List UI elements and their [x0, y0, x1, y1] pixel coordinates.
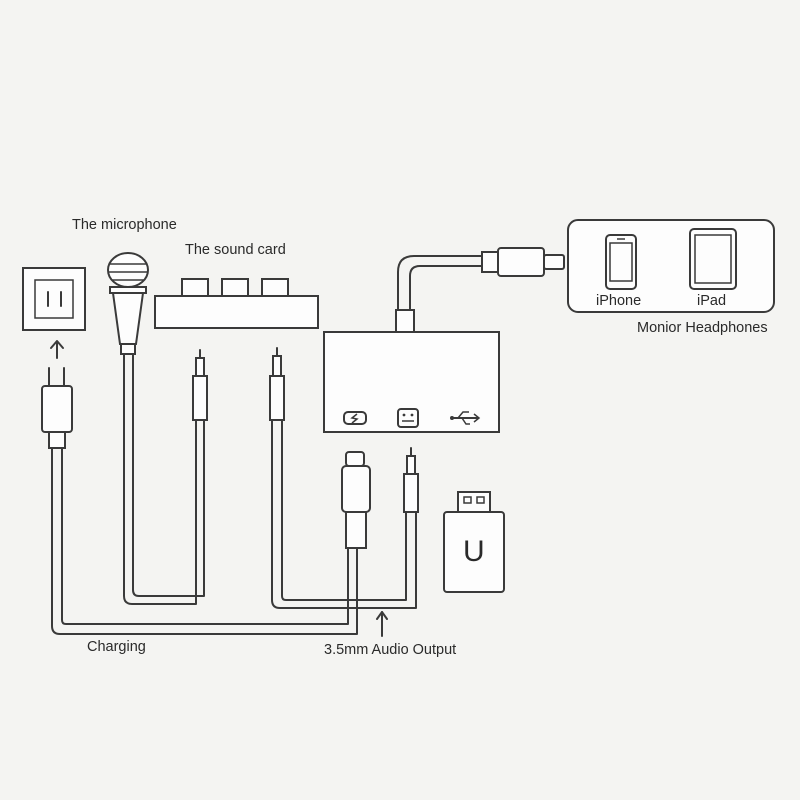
microphone-label: The microphone — [72, 217, 177, 233]
arrow-up-icon — [50, 340, 64, 359]
iphone-label: iPhone — [596, 293, 641, 309]
usb-drive-label: U — [463, 535, 485, 568]
audio-output-label: 3.5mm Audio Output — [324, 642, 456, 658]
charging-cable — [51, 447, 358, 635]
usb-drive-icon — [443, 491, 505, 593]
sound-card-icon — [154, 278, 319, 329]
ipad-icon — [689, 228, 737, 290]
wall-outlet-icon — [22, 267, 86, 331]
arrow-up-icon — [376, 611, 388, 637]
charging-port-icon — [343, 411, 367, 425]
sound-card-label: The sound card — [185, 242, 286, 258]
audio-jack-icon — [192, 349, 208, 421]
charging-label: Charging — [87, 639, 146, 655]
audio-jack-icon — [269, 347, 285, 421]
lightning-connector-icon — [481, 247, 565, 277]
headphone-port-icon — [397, 408, 419, 428]
headphones-label: Monior Headphones — [637, 320, 768, 336]
usb-symbol-icon — [450, 411, 481, 425]
lightning-connector-icon — [341, 451, 371, 549]
iphone-icon — [605, 234, 637, 290]
microphone-cable — [123, 353, 197, 605]
power-plug-icon — [41, 367, 73, 449]
ipad-label: iPad — [697, 293, 726, 309]
audio-jack-icon — [403, 447, 419, 513]
microphone-icon — [107, 252, 149, 355]
